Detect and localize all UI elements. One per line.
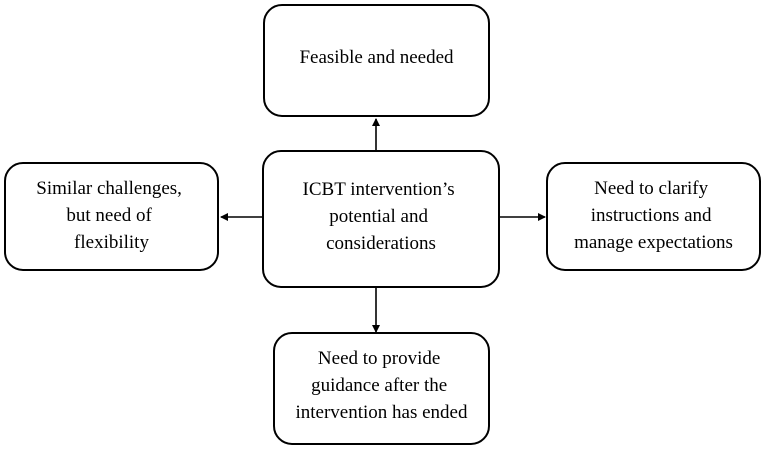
node-center: ICBT intervention’s potential and consid… [262, 150, 500, 288]
node-top-line-1: Feasible and needed [299, 47, 454, 68]
svg-text:ICBT intervention’s pote: ICBT intervention’s potential and consid… [303, 179, 460, 254]
node-center-line-3: considerations [326, 233, 436, 254]
node-right-line-3: manage expectations [574, 232, 733, 253]
node-bottom-line-3: intervention has ended [295, 402, 468, 423]
node-right: Need to clarify instructions and manage … [546, 162, 761, 271]
svg-text:Need to clarify instruct: Need to clarify instructions and manage … [574, 178, 733, 253]
node-bottom: Need to provide guidance after the inter… [273, 332, 490, 445]
node-left: Similar challenges, but need of flexibil… [4, 162, 219, 271]
node-center-line-1: ICBT intervention’s [303, 179, 455, 200]
svg-text:Similar challenges, but: Similar challenges, but need of flexibil… [36, 178, 186, 253]
node-bottom-line-2: guidance after the [311, 375, 447, 396]
node-left-line-2: but need of [66, 205, 152, 226]
node-right-line-2: instructions and [591, 205, 712, 226]
node-right-line-1: Need to clarify [594, 178, 708, 199]
svg-text:Need to provide guidance: Need to provide guidance after the inter… [295, 348, 468, 423]
node-left-line-1: Similar challenges, [36, 178, 182, 199]
node-top: Feasible and needed [263, 4, 490, 117]
node-left-line-3: flexibility [74, 232, 149, 253]
node-center-line-2: potential and [329, 206, 428, 227]
svg-text:Feasible and needed: Feasible and needed [299, 47, 454, 68]
node-bottom-line-1: Need to provide [318, 348, 440, 369]
